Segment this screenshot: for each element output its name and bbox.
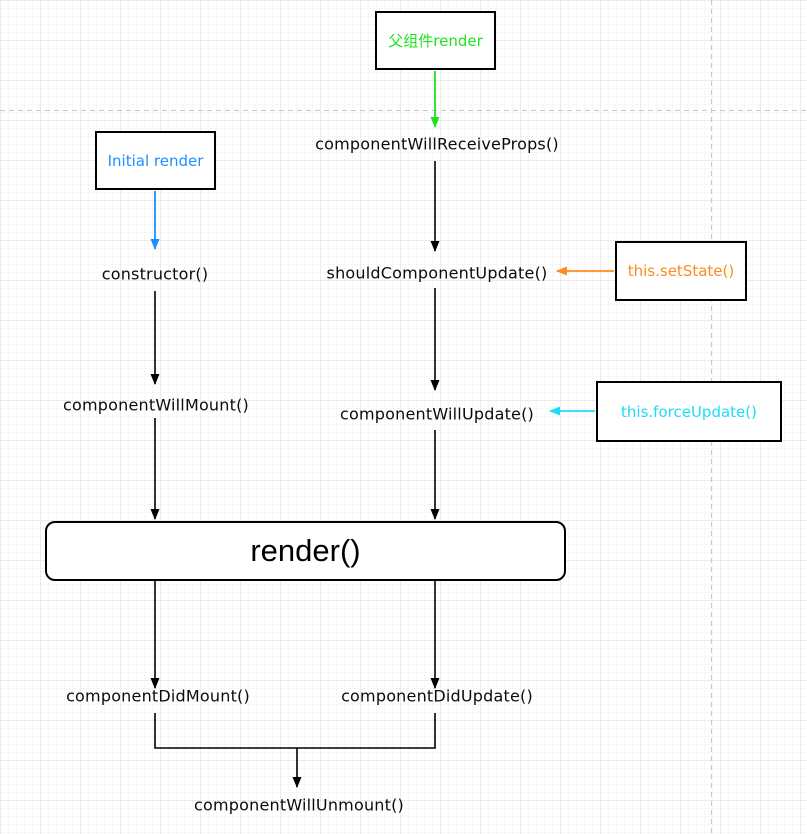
node-parent-render-label: 父组件render bbox=[388, 32, 483, 50]
label-constructor[interactable]: constructor() bbox=[101, 264, 209, 284]
node-initial-render-label: Initial render bbox=[107, 151, 204, 170]
label-component-will-mount[interactable]: componentWillMount() bbox=[63, 395, 249, 415]
node-set-state-label: this.setState() bbox=[627, 262, 735, 280]
label-component-will-unmount[interactable]: componentWillUnmount() bbox=[194, 795, 404, 815]
label-component-did-mount[interactable]: componentDidMount() bbox=[66, 686, 250, 706]
node-parent-render[interactable]: 父组件render bbox=[375, 11, 496, 70]
node-set-state[interactable]: this.setState() bbox=[615, 241, 747, 301]
node-initial-render[interactable]: Initial render bbox=[95, 131, 216, 190]
label-component-did-update[interactable]: componentDidUpdate() bbox=[341, 686, 533, 706]
label-should-component-update[interactable]: shouldComponentUpdate() bbox=[326, 263, 548, 283]
node-force-update[interactable]: this.forceUpdate() bbox=[596, 381, 782, 442]
node-render[interactable]: render() bbox=[45, 521, 566, 581]
node-force-update-label: this.forceUpdate() bbox=[621, 402, 757, 421]
node-render-label: render() bbox=[250, 533, 361, 568]
connector-did-to-unmount bbox=[154, 713, 436, 749]
label-component-will-update[interactable]: componentWillUpdate() bbox=[340, 404, 534, 424]
label-component-will-receive-props[interactable]: componentWillReceiveProps() bbox=[315, 134, 559, 154]
